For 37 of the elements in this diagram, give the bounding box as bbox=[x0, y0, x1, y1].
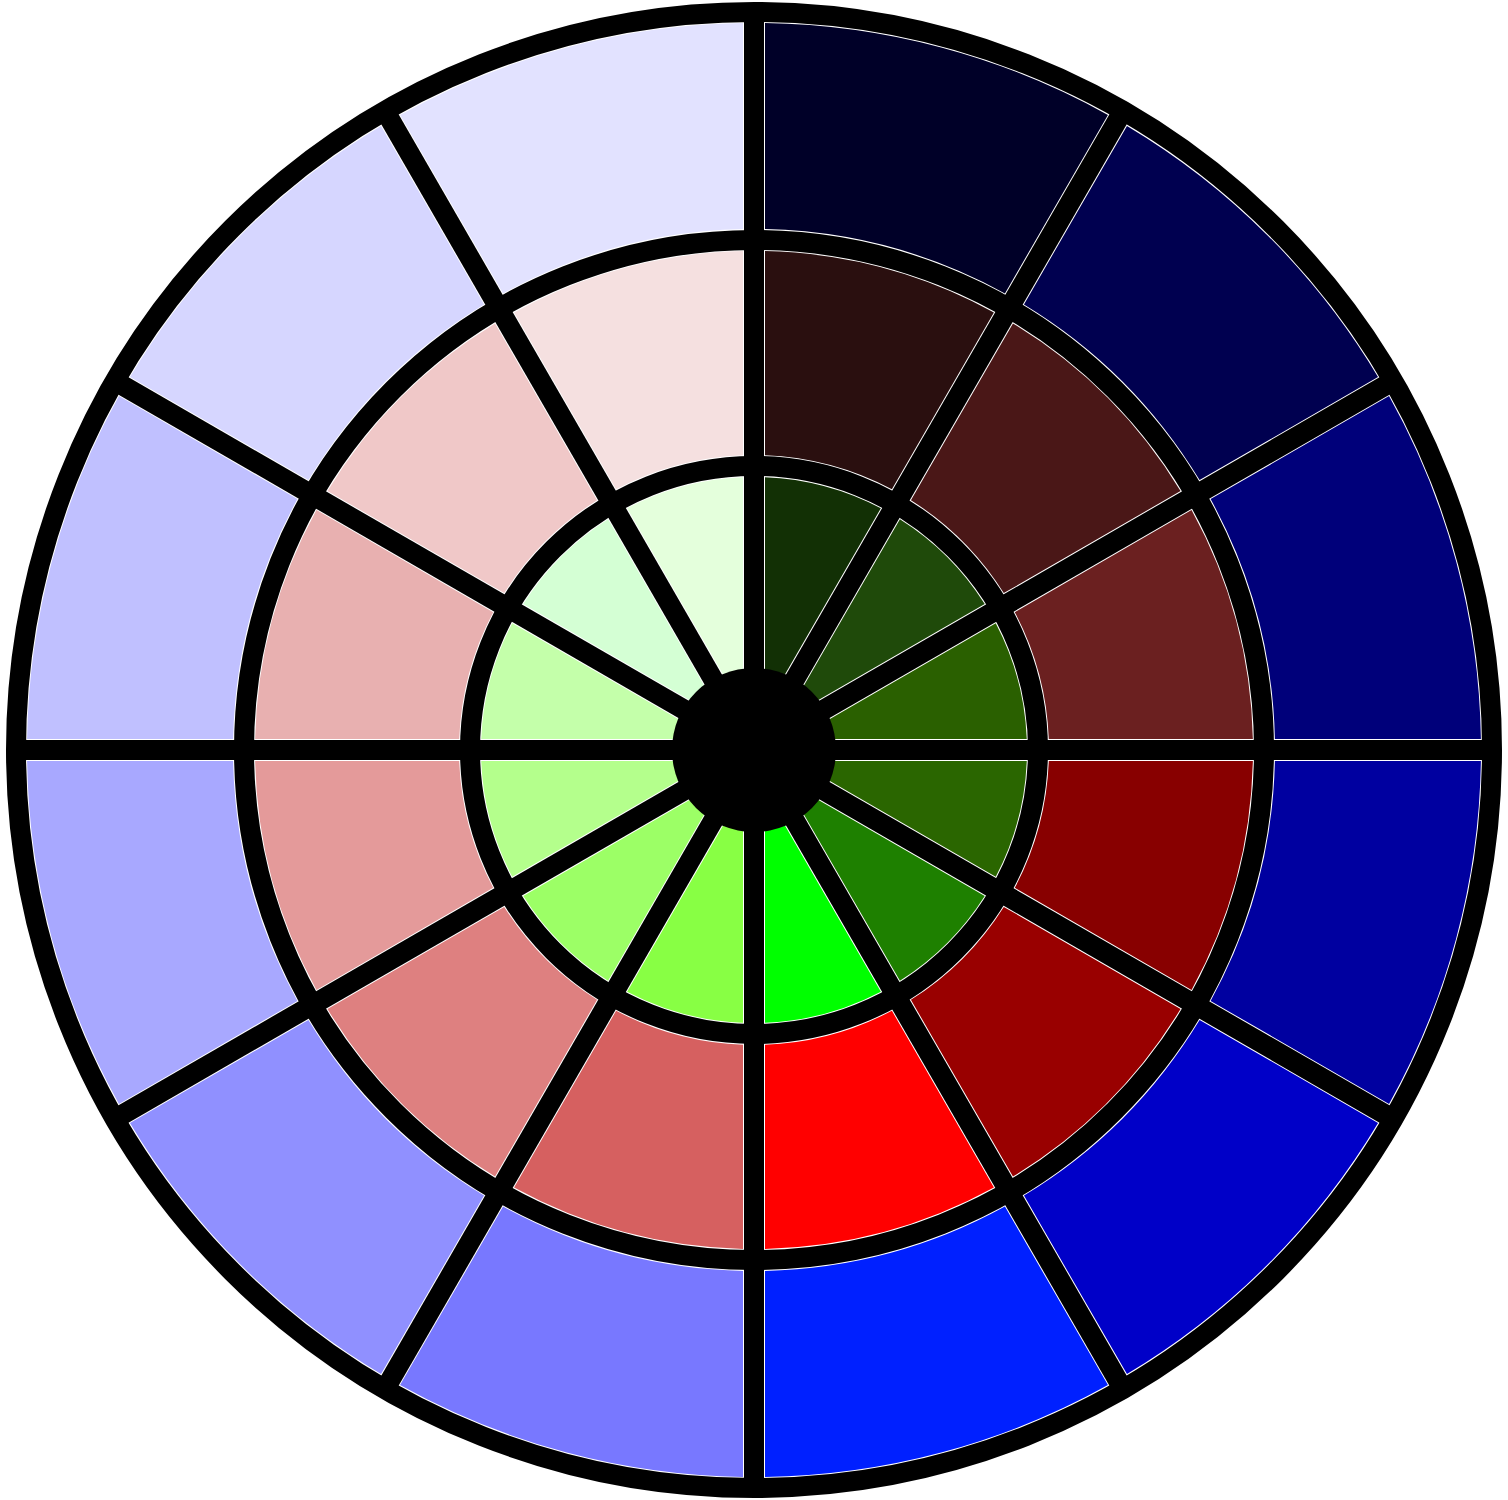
ring-segment bbox=[803, 519, 985, 701]
ring-segment bbox=[255, 510, 494, 739]
ring-segment bbox=[627, 477, 743, 675]
center-disc bbox=[672, 668, 836, 832]
ring-segment bbox=[1023, 125, 1379, 481]
ring-segment bbox=[27, 396, 298, 739]
ring-segment bbox=[327, 323, 598, 594]
ring-segment bbox=[765, 1010, 994, 1249]
ring-segment bbox=[1014, 510, 1253, 739]
ring-segment bbox=[1023, 1019, 1379, 1375]
ring-segment bbox=[129, 1019, 485, 1375]
ring-segment bbox=[765, 251, 994, 490]
ring-segment bbox=[255, 761, 494, 990]
ring-segment bbox=[514, 251, 743, 490]
ring-segment bbox=[481, 761, 679, 877]
ring-segment bbox=[765, 477, 881, 675]
ring-segment bbox=[910, 906, 1181, 1177]
ring-segment bbox=[523, 519, 705, 701]
ring-segment bbox=[523, 799, 705, 981]
ring-segment bbox=[829, 761, 1027, 877]
ring-segment bbox=[829, 623, 1027, 739]
ring-segment bbox=[481, 623, 679, 739]
ring-segment bbox=[27, 761, 298, 1104]
ring-segment bbox=[327, 906, 598, 1177]
ring-segment bbox=[765, 23, 1108, 294]
ring-segment bbox=[1210, 761, 1481, 1104]
ring-segment bbox=[910, 323, 1181, 594]
ring-segment bbox=[803, 799, 985, 981]
ring-segment bbox=[765, 825, 881, 1023]
ring-segment bbox=[400, 1206, 743, 1477]
ring-segment bbox=[765, 1206, 1108, 1477]
ring-segment bbox=[514, 1010, 743, 1249]
ring-segment bbox=[627, 825, 743, 1023]
ring-segment bbox=[400, 23, 743, 294]
ring-segment bbox=[129, 125, 485, 481]
ring-segment bbox=[1014, 761, 1253, 990]
ring-segment bbox=[1210, 396, 1481, 739]
